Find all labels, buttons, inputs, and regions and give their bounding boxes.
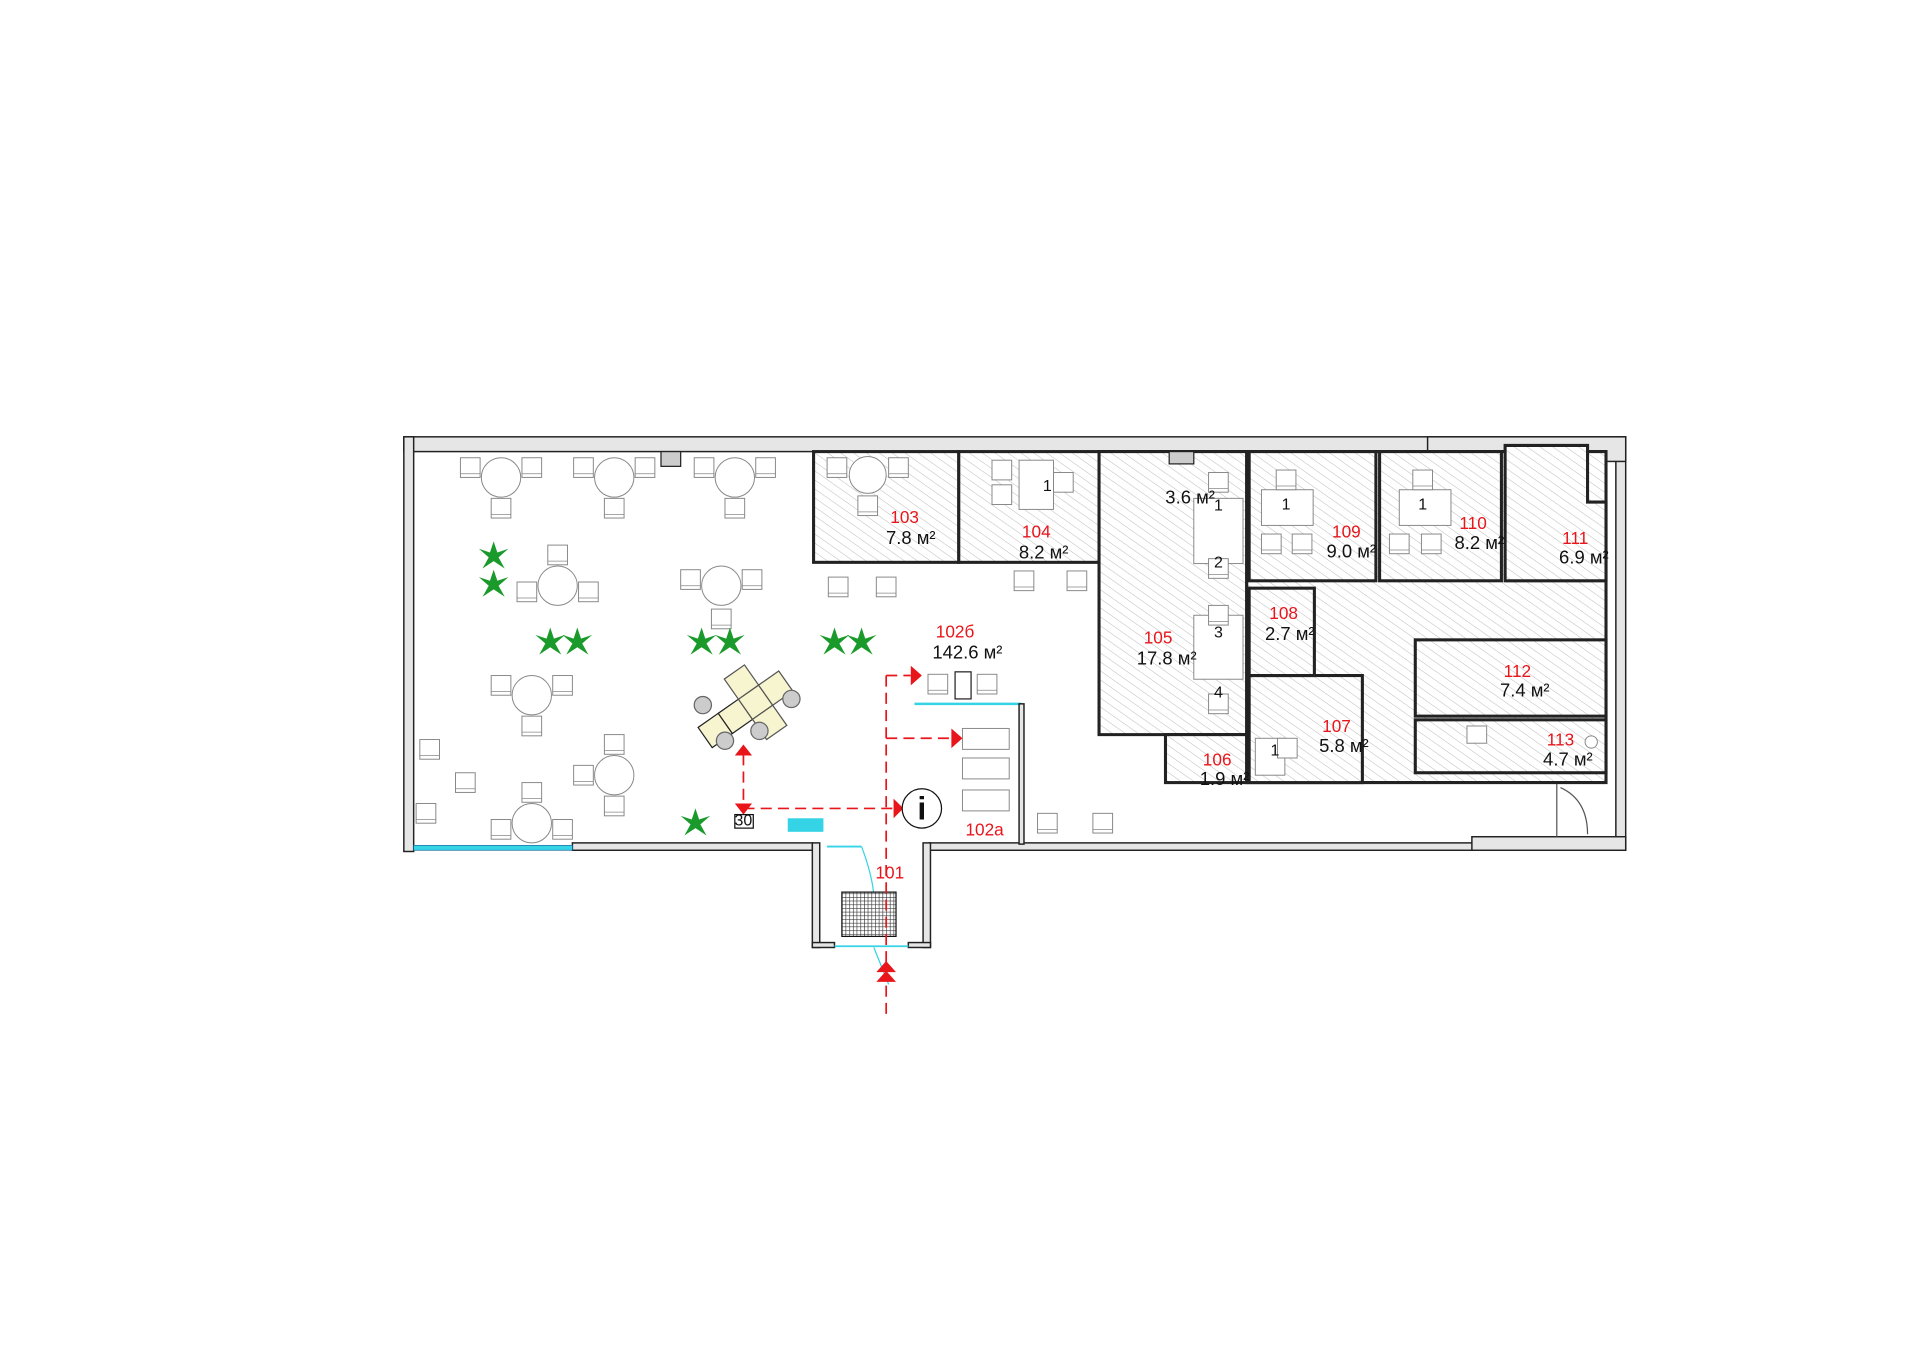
evacuation-route [734,665,963,1016]
room-105-area: 17.8 м² [1137,647,1197,668]
furniture [415,456,1598,845]
seat-label: 1 [1214,498,1223,515]
room-103-area: 7.8 м² [886,527,936,548]
room-113 [1413,718,1608,775]
room-110-number: 110 [1459,513,1486,533]
room-110-area: 8.2 м² [1454,532,1504,553]
room-112-area: 7.4 м² [1500,679,1550,700]
room-112 [1413,638,1608,718]
hall-number: 102б [936,621,975,641]
room-113-number: 113 [1547,730,1574,750]
room-106-area: 1.9 м² [1200,768,1250,789]
sign-30: 30 [734,813,754,830]
sign-30-label: 30 [735,813,753,830]
hall-area: 142.6 м² [932,641,1002,662]
entrance-mat [841,891,897,938]
room-111-area: 6.9 м² [1559,547,1609,568]
room-109-number: 109 [1332,522,1361,542]
desk-label: 1 [1043,478,1052,495]
window-glass [413,844,573,851]
room-111-number: 111 [1562,528,1588,548]
desk-label: 1 [1271,743,1280,760]
room-104-area: 8.2 м² [1019,542,1069,563]
desk-label: 1 [1282,496,1291,513]
outer-walls [403,436,1627,985]
reception-number: 102а [965,820,1004,840]
room-105-subarea: 3.6 м² [1165,486,1215,507]
room-107-area: 5.8 м² [1319,735,1369,756]
room-113-area: 4.7 м² [1543,748,1593,769]
room-107-number: 107 [1322,716,1351,736]
labels: 102б 142.6 м² 102а 101 103 7.8 м² 104 8.… [875,478,1608,883]
info-icon: i [917,791,926,827]
room-108-area: 2.7 м² [1265,623,1315,644]
room-105-number: 105 [1144,628,1173,648]
seat-label: 2 [1214,554,1223,571]
seat-label: 4 [1214,685,1223,702]
room-112-number: 112 [1504,661,1531,681]
seat-label: 3 [1214,624,1223,641]
desk-label: 1 [1418,496,1427,513]
room-109-area: 9.0 м² [1327,540,1377,561]
glass-panel [787,818,824,832]
vestibule-number: 101 [875,863,904,883]
room-103-number: 103 [890,507,919,527]
room-106-number: 106 [1203,749,1232,769]
room-111 [1503,443,1608,583]
room-108 [1247,586,1316,678]
info-point: i [901,788,943,829]
room-108-number: 108 [1269,603,1298,623]
room-107 [1247,674,1364,785]
room-104-number: 104 [1022,522,1051,542]
